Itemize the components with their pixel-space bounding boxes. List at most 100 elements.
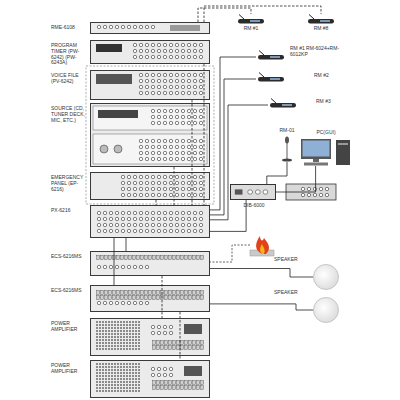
device-label: RME-6108 xyxy=(51,25,89,31)
tower xyxy=(336,140,350,165)
jack-row xyxy=(120,174,204,198)
mic-base xyxy=(258,77,284,82)
jack-row xyxy=(96,210,204,234)
device-label: DIB-6000 xyxy=(227,203,281,209)
device-label: PROGRAM TIMER (PW-6242) (PW-6243A) xyxy=(51,43,89,66)
device-label: PX-6216 xyxy=(51,208,89,214)
signal-wire xyxy=(267,162,287,184)
rack-unit: POWER AMPLIFIER xyxy=(90,360,210,398)
box-detail xyxy=(231,185,275,199)
port-block xyxy=(170,25,200,31)
jack-row xyxy=(132,42,204,60)
rack-unit: PROGRAM TIMER (PW-6242) (PW-6243A) xyxy=(90,40,210,64)
remote-mic: RM #3 xyxy=(268,98,298,108)
terminal-strip xyxy=(152,380,204,390)
terminal-strip xyxy=(96,290,204,300)
remote-mic: RM #8 xyxy=(306,14,336,24)
device-label: VOICE FILE (PV-6242) xyxy=(51,73,89,85)
device-label: RM-01 xyxy=(275,128,299,134)
interface-unit: DIB-6000 xyxy=(230,184,276,200)
jack xyxy=(248,190,253,194)
power-switch xyxy=(184,324,202,334)
device-label: POWER AMPLIFIER xyxy=(51,363,89,375)
mic-head xyxy=(285,137,289,144)
speaker: SPEAKER xyxy=(313,297,339,323)
terminal-strip xyxy=(96,255,204,260)
jack-row xyxy=(150,108,204,126)
device-label: ECS-6216MS xyxy=(51,254,89,260)
rack-unit: VOICE FILE (PV-6242) xyxy=(90,70,210,100)
mic-outline xyxy=(256,72,286,82)
display xyxy=(98,110,138,118)
device-label: RM #1 xyxy=(233,26,269,32)
speaker: SPEAKER xyxy=(313,264,339,290)
jack-row xyxy=(96,264,150,270)
mic-outline xyxy=(256,50,286,60)
jack xyxy=(263,190,268,194)
device-label: SPEAKER xyxy=(274,257,314,263)
gooseneck xyxy=(239,15,244,20)
signal-wire xyxy=(276,166,316,192)
power-switch xyxy=(184,366,202,376)
signal-wire xyxy=(180,312,181,360)
device-label: SPEAKER xyxy=(274,290,314,296)
signal-wire xyxy=(210,304,313,310)
remote-mic: RM #1 RM-6024+RM-6012KP xyxy=(256,50,286,60)
signal-wire xyxy=(192,100,193,205)
signal-wire xyxy=(126,238,127,251)
jack-row xyxy=(96,300,150,306)
interface-box xyxy=(286,184,336,200)
device-label: EMERGENCY PANEL (EP-6216) xyxy=(51,175,89,192)
monitor xyxy=(301,139,331,159)
key-panel xyxy=(270,56,280,58)
jack-row xyxy=(150,366,174,378)
device-label: RM #8 xyxy=(303,26,339,32)
gooseneck xyxy=(309,15,314,20)
rack-unit: POWER AMPLIFIER xyxy=(90,318,210,356)
port xyxy=(235,189,243,194)
rack-unit: PX-6216 xyxy=(90,205,210,238)
mic-base xyxy=(238,19,264,24)
fire-core xyxy=(260,244,265,254)
pc-station: PC(GUI) xyxy=(300,138,352,166)
gooseneck xyxy=(271,99,276,104)
terminal-strip xyxy=(152,340,204,350)
rack-unit: ECS-6216MS xyxy=(90,251,210,276)
mic-outline xyxy=(306,14,336,24)
gooseneck xyxy=(259,73,264,78)
jack-row xyxy=(150,324,174,336)
mic-outline xyxy=(236,14,266,24)
fire-flame xyxy=(256,236,269,254)
jack-row xyxy=(300,186,330,198)
gooseneck xyxy=(259,51,264,56)
mic-stand xyxy=(287,142,288,160)
mic-base xyxy=(308,19,334,24)
device-label: SOURCE (CD, TUNER DECK, MIC, ETC.) xyxy=(51,106,89,123)
keyboard xyxy=(304,163,328,166)
stand-base xyxy=(282,158,292,161)
fan-grill xyxy=(96,363,141,393)
rack-unit: SOURCE (CD, TUNER DECK, MIC, ETC.) xyxy=(90,103,210,167)
key-panel xyxy=(270,78,280,80)
knob xyxy=(114,145,122,153)
jack xyxy=(255,190,260,194)
key-panel xyxy=(282,104,292,106)
jack-row xyxy=(96,24,156,30)
signal-wire xyxy=(114,238,115,285)
screen xyxy=(303,141,330,157)
rack-unit: ECS-6216MS xyxy=(90,285,210,312)
key-panel xyxy=(320,20,330,22)
remote-mic: RM #1 xyxy=(236,14,266,24)
mic-base xyxy=(270,103,296,108)
drive-bay xyxy=(338,143,348,145)
device-label: RM #3 xyxy=(316,99,346,105)
device-label: RM #1 RM-6024+RM-6012KP xyxy=(290,46,352,58)
device-label: RM #2 xyxy=(314,73,344,79)
jack-row xyxy=(138,138,204,162)
unit-faces xyxy=(90,22,210,398)
stand-mic: RM-01 xyxy=(281,136,293,162)
source-unit xyxy=(93,106,207,130)
mic-outline xyxy=(281,136,293,162)
mic-base xyxy=(258,55,284,60)
